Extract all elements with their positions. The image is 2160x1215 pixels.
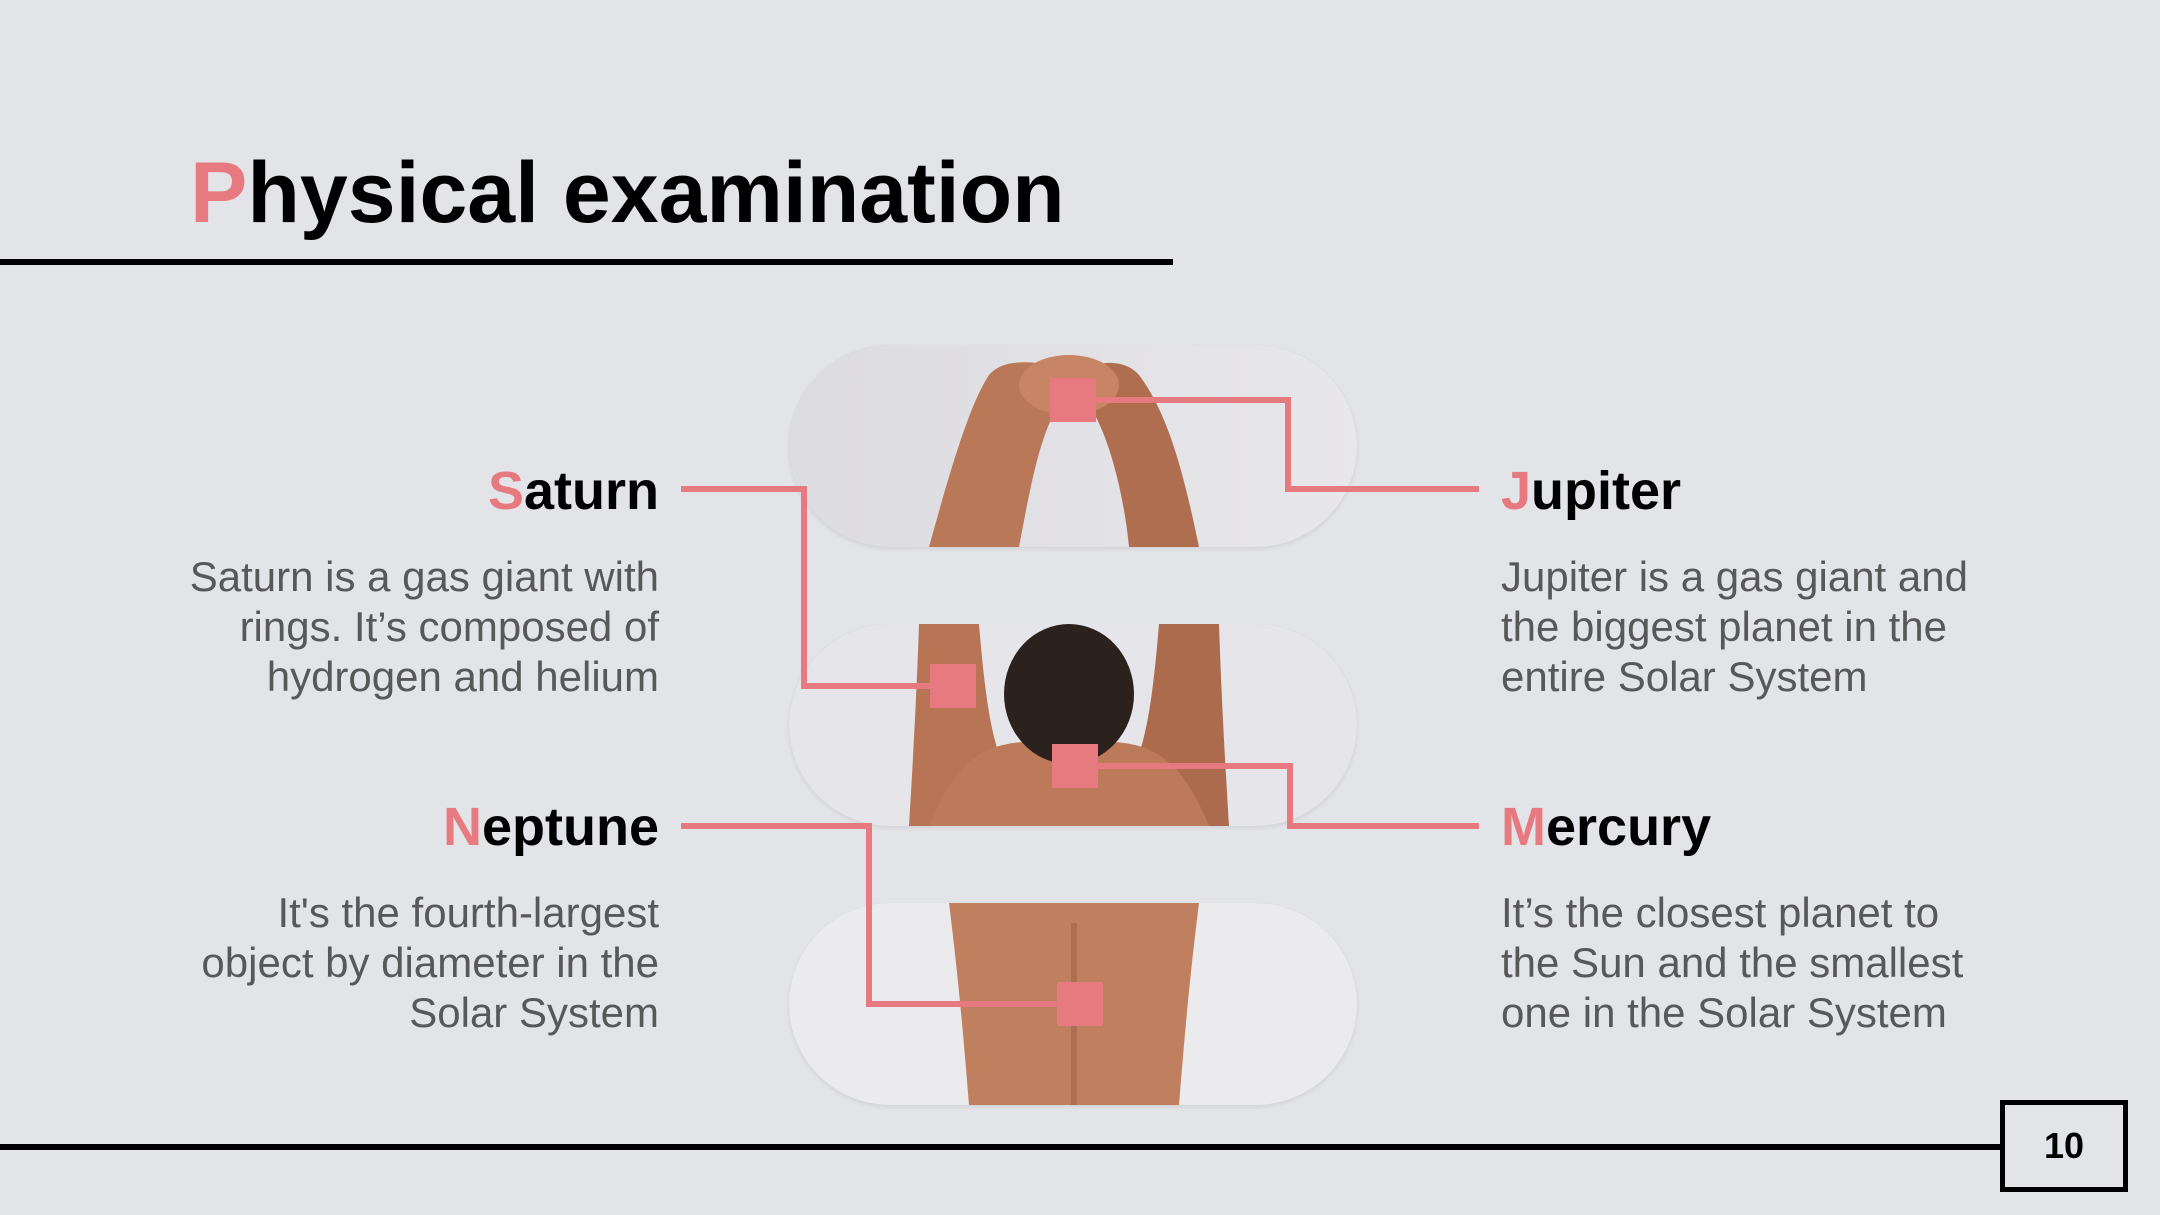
heading-neptune: Neptune: [443, 800, 659, 854]
heading-jupiter: Jupiter: [1501, 464, 1681, 518]
desc-line: Solar System: [409, 989, 659, 1036]
heading-rest: upiter: [1531, 461, 1682, 521]
desc-line: the Sun and the smallest: [1501, 939, 1964, 986]
title-accent-letter: P: [190, 145, 248, 241]
title-underline: [0, 259, 1173, 265]
heading-accent-letter: S: [487, 461, 524, 521]
heading-accent-letter: M: [1501, 797, 1546, 857]
photo-strip-middle: [789, 624, 1357, 826]
desc-jupiter: Jupiter is a gas giant and the biggest p…: [1501, 552, 1968, 702]
desc-mercury: It’s the closest planet to the Sun and t…: [1501, 888, 1963, 1038]
desc-line: Saturn is a gas giant with: [189, 553, 659, 600]
heading-saturn: Saturn: [488, 464, 659, 518]
heading-rest: eptune: [481, 797, 659, 857]
heading-rest: aturn: [524, 461, 659, 521]
desc-line: It’s the closest planet to: [1501, 889, 1940, 936]
desc-line: the biggest planet in the: [1501, 603, 1948, 650]
desc-line: hydrogen and helium: [266, 653, 659, 700]
heading-accent-letter: N: [442, 797, 482, 857]
desc-neptune: It's the fourth-largest object by diamet…: [201, 888, 659, 1038]
photo-strip-top: [789, 345, 1357, 547]
page-number: 10: [2043, 1125, 2085, 1166]
heading-rest: ercury: [1545, 797, 1712, 857]
desc-line: object by diameter in the: [201, 939, 659, 986]
heading-accent-letter: J: [1501, 461, 1532, 521]
desc-line: one in the Solar System: [1501, 989, 1947, 1036]
desc-line: rings. It’s composed of: [239, 603, 659, 650]
desc-saturn: Saturn is a gas giant with rings. It’s c…: [190, 552, 659, 702]
page-title: Physical examination: [190, 150, 1065, 236]
desc-line: It's the fourth-largest: [277, 889, 659, 936]
title-rest: hysical examination: [247, 145, 1065, 241]
page-number-box: 10: [2000, 1100, 2128, 1192]
desc-line: Jupiter is a gas giant and: [1501, 553, 1968, 600]
heading-mercury: Mercury: [1501, 800, 1711, 854]
photo-strip-bottom: [789, 903, 1357, 1105]
footer-rule: [0, 1144, 2002, 1150]
desc-line: entire Solar System: [1501, 653, 1868, 700]
